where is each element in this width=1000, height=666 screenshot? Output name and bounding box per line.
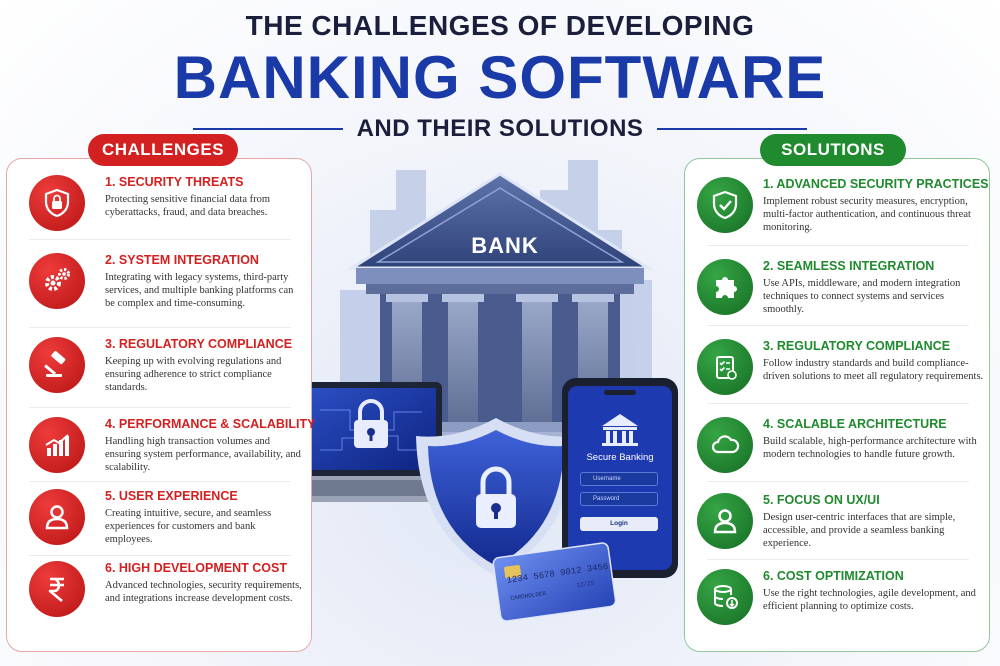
- divider: [29, 327, 291, 328]
- credit-card: [492, 542, 617, 622]
- challenge-title: 1. SECURITY THREATS: [105, 175, 244, 189]
- solution-item: 5. FOCUS ON UX/UI Design user-centric in…: [685, 485, 991, 561]
- challenge-desc: Advanced technologies, security requirem…: [105, 580, 302, 604]
- title-sub-line: AND THEIR SOLUTIONS: [356, 115, 644, 142]
- divider: [707, 325, 969, 326]
- solutions-badge: SOLUTIONS: [760, 134, 906, 166]
- shield-lock-icon: [29, 175, 85, 231]
- solution-item: 3. REGULATORY COMPLIANCE Follow industry…: [685, 331, 991, 407]
- solution-item: 1. ADVANCED SECURITY PRACTICES Implement…: [685, 169, 991, 245]
- title-divider-left: [192, 128, 343, 130]
- solution-item: 2. SEAMLESS INTEGRATION Use APIs, middle…: [685, 251, 991, 327]
- challenge-item: 1. SECURITY THREATS Protecting sensitive…: [7, 167, 313, 243]
- bank-illustration-svg: [300, 160, 678, 622]
- solution-desc: Follow industry standards and build comp…: [763, 358, 984, 382]
- divider: [707, 481, 969, 482]
- rupee-icon: [29, 561, 85, 617]
- challenge-item: 5. USER EXPERIENCE Creating intuitive, s…: [7, 481, 313, 557]
- user-icon: [29, 489, 85, 545]
- challenges-badge: CHALLENGES: [88, 134, 238, 166]
- solution-item: 6. COST OPTIMIZATION Use the right techn…: [685, 561, 991, 637]
- challenge-title: 6. HIGH DEVELOPMENT COST: [105, 561, 287, 575]
- challenge-item: 2. SYSTEM INTEGRATION Integrating with l…: [7, 245, 313, 321]
- title-sub-row: AND THEIR SOLUTIONS: [0, 114, 1000, 144]
- challenge-desc: Integrating with legacy systems, third-p…: [105, 272, 294, 309]
- title-divider-right: [657, 128, 808, 130]
- challenge-item: 3. REGULATORY COMPLIANCE Keeping up with…: [7, 329, 313, 405]
- challenge-desc: Keeping up with evolving regulations and…: [105, 356, 282, 393]
- bank-illustration: BANK Secure Banking Username Password Lo…: [300, 150, 690, 666]
- cloud-icon: [697, 417, 753, 473]
- solution-title: 1. ADVANCED SECURITY PRACTICES: [763, 177, 989, 191]
- solution-desc: Use the right technologies, agile develo…: [763, 588, 976, 612]
- bank-sign: BANK: [471, 233, 539, 258]
- divider: [707, 403, 969, 404]
- title-main-line: BANKING SOFTWARE: [173, 44, 827, 111]
- gears-icon: [29, 253, 85, 309]
- phone-password-field: Password: [580, 492, 658, 506]
- solution-desc: Use APIs, middleware, and modern integra…: [763, 278, 961, 315]
- divider: [707, 245, 969, 246]
- phone-username-field: Username: [580, 472, 658, 486]
- phone-app-title: Secure Banking: [586, 452, 654, 463]
- challenge-desc: Protecting sensitive financial data from…: [105, 194, 271, 218]
- security-shield: [416, 418, 576, 576]
- divider: [29, 481, 291, 482]
- challenge-item: 4. PERFORMANCE & SCALABILITY Handling hi…: [7, 409, 316, 485]
- challenge-item: 6. HIGH DEVELOPMENT COST Advanced techno…: [7, 553, 313, 629]
- growth-chart-icon: [29, 417, 85, 473]
- solution-title: 3. REGULATORY COMPLIANCE: [763, 339, 951, 353]
- divider: [29, 239, 291, 240]
- solutions-panel: 1. ADVANCED SECURITY PRACTICES Implement…: [684, 158, 990, 652]
- solution-desc: Design user-centric interfaces that are …: [763, 512, 956, 549]
- checklist-icon: [697, 339, 753, 395]
- divider: [707, 559, 969, 560]
- challenge-title: 3. REGULATORY COMPLIANCE: [105, 337, 293, 351]
- phone-login-button: Login: [580, 517, 658, 531]
- solution-title: 5. FOCUS ON UX/UI: [763, 493, 880, 507]
- solution-title: 2. SEAMLESS INTEGRATION: [763, 259, 935, 273]
- shield-check-icon: [697, 177, 753, 233]
- title-top-line: THE CHALLENGES OF DEVELOPING: [245, 10, 755, 41]
- solution-item: 4. SCALABLE ARCHITECTURE Build scalable,…: [685, 409, 991, 485]
- database-icon: [697, 569, 753, 625]
- challenge-title: 5. USER EXPERIENCE: [105, 489, 238, 503]
- puzzle-icon: [697, 259, 753, 315]
- solution-desc: Build scalable, high-performance archite…: [763, 436, 977, 460]
- user-icon: [697, 493, 753, 549]
- challenge-title: 4. PERFORMANCE & SCALABILITY: [105, 417, 316, 431]
- solution-title: 6. COST OPTIMIZATION: [763, 569, 904, 583]
- challenges-panel: 1. SECURITY THREATS Protecting sensitive…: [6, 158, 316, 652]
- divider: [29, 555, 291, 556]
- challenge-desc: Handling high transaction volumes and en…: [105, 436, 301, 473]
- challenge-title: 2. SYSTEM INTEGRATION: [105, 253, 259, 267]
- gavel-icon: [29, 337, 85, 393]
- divider: [29, 407, 291, 408]
- challenge-desc: Creating intuitive, secure, and seamless…: [105, 508, 272, 545]
- solution-desc: Implement robust security measures, encr…: [763, 196, 971, 233]
- solution-title: 4. SCALABLE ARCHITECTURE: [763, 417, 947, 431]
